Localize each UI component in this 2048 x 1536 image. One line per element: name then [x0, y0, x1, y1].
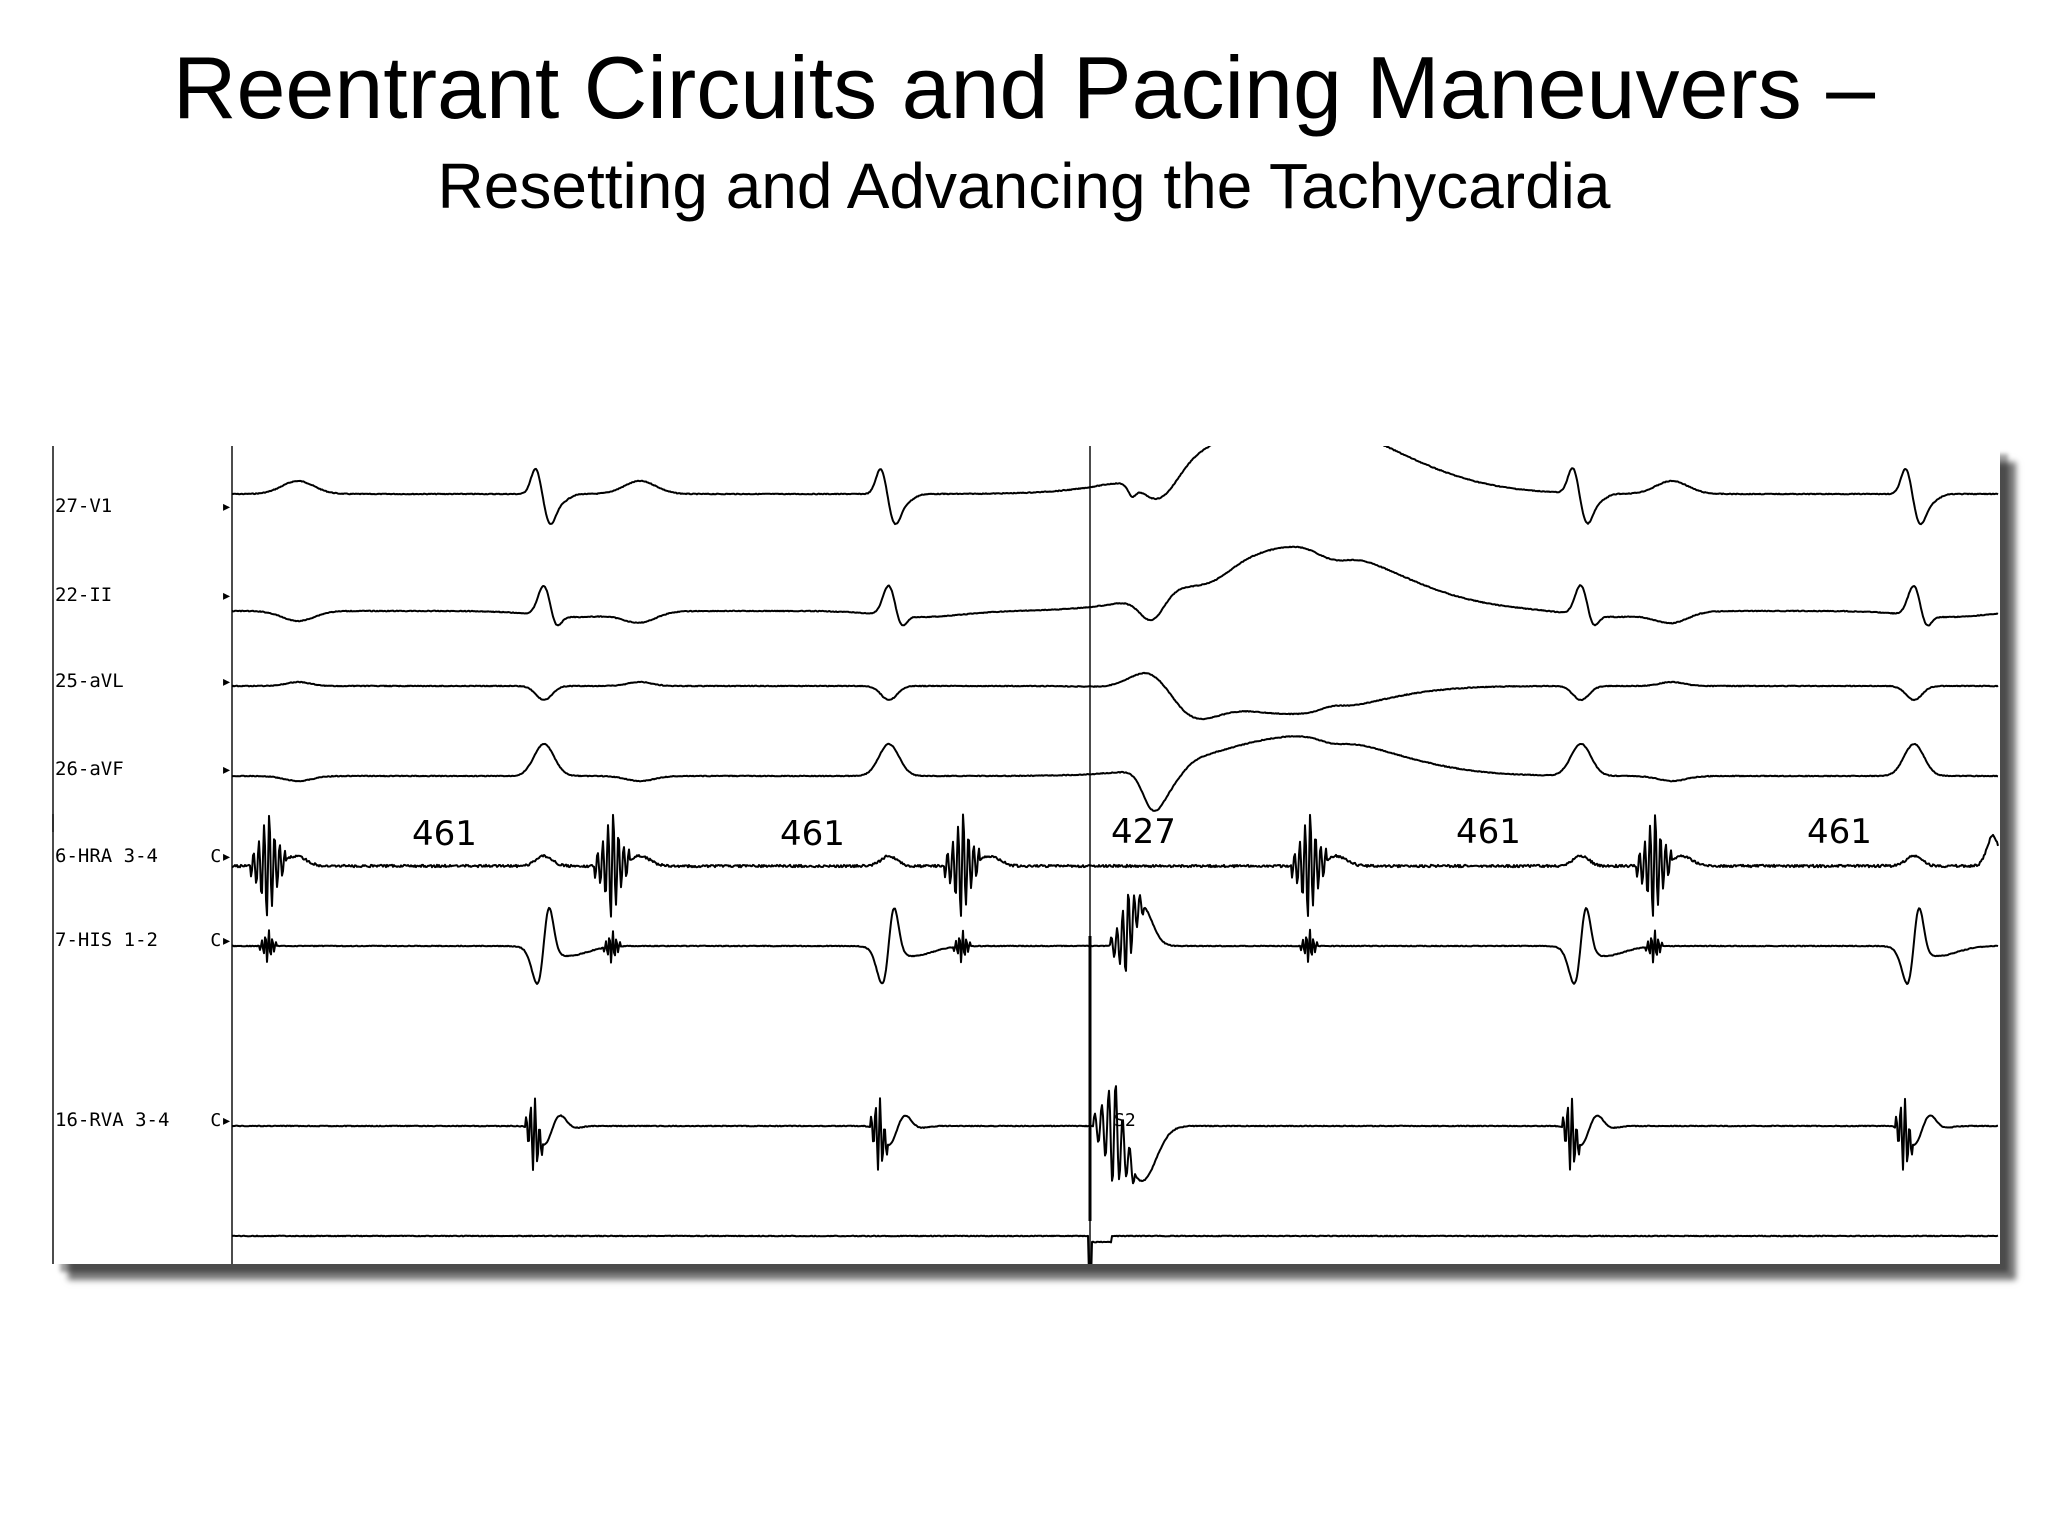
slide-subtitle: Resetting and Advancing the Tachycardia: [437, 150, 1611, 222]
trace-base: [231, 1234, 1999, 1264]
channel-label-ii: 22-II: [55, 584, 112, 606]
interval-labels: 461 461 427 461 461: [412, 812, 1872, 854]
channel-traces: [231, 446, 1999, 1264]
interval-label: 461: [1807, 812, 1872, 852]
channel-labels: 27-V1 22-II 25-aVL 26-aVF 6-HRA 3-4 7-HI…: [55, 495, 169, 1131]
channel-label-avl: 25-aVL: [55, 670, 124, 692]
trace-v1: [232, 446, 1999, 526]
slide-title: Reentrant Circuits and Pacing Maneuvers …: [172, 38, 1876, 137]
channel-label-his: 7-HIS 1-2: [55, 929, 158, 951]
channel-marker-icon: ▸: [221, 671, 232, 692]
trace-rva: [231, 1085, 1999, 1185]
trace-ii: [231, 545, 1999, 627]
channel-marker-icon: C▸: [210, 930, 232, 951]
channel-label-v1: 27-V1: [55, 495, 112, 517]
channel-marker-icon: ▸: [221, 759, 232, 780]
interval-label: 427: [1111, 812, 1176, 852]
channel-label-hra: 6-HRA 3-4: [55, 845, 158, 867]
electrogram-recording: 27-V1 22-II 25-aVL 26-aVF 6-HRA 3-4 7-HI…: [52, 446, 2000, 1264]
trace-avl: [231, 671, 1999, 721]
electrogram-tracings: 27-V1 22-II 25-aVL 26-aVF 6-HRA 3-4 7-HI…: [52, 446, 1999, 1264]
interval-label: 461: [780, 814, 845, 854]
recording-frame: [52, 446, 1091, 1264]
trace-his: [231, 893, 1999, 985]
channel-marker-icon: ▸: [221, 585, 232, 606]
channel-marker-icon: ▸: [221, 496, 232, 517]
channel-marker-icon: C▸: [210, 846, 232, 867]
channel-label-avf: 26-aVF: [55, 758, 124, 780]
channel-marker-icon: C▸: [210, 1110, 232, 1131]
interval-label: 461: [1456, 812, 1521, 852]
trace-hra: [231, 813, 1999, 918]
channel-label-rva: 16-RVA 3-4: [55, 1109, 169, 1131]
interval-label: 461: [412, 814, 477, 854]
stimulus-label: S2: [1114, 1110, 1136, 1131]
channel-markers: ▸ ▸ ▸ ▸ C▸ C▸ C▸: [210, 496, 232, 1131]
trace-avf: [231, 735, 1999, 812]
